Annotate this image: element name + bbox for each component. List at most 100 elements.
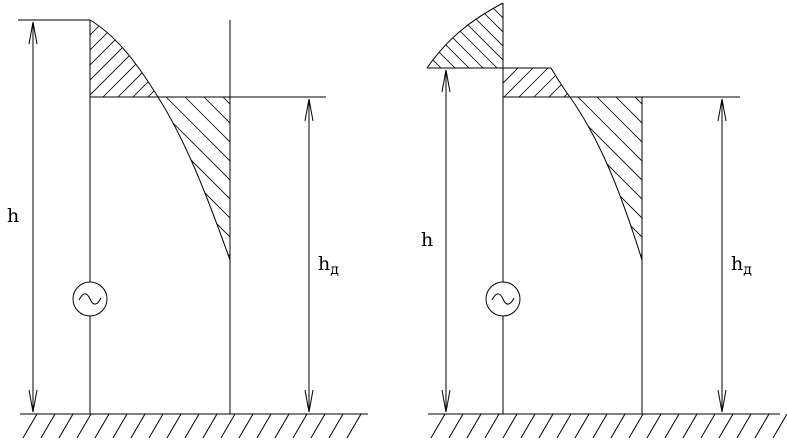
ground-hatch-tick [538,413,554,439]
ground-hatch-tick [592,413,608,439]
left-lower-hatch [158,97,538,260]
right-lower-hatch [570,97,787,260]
hatch-line [654,97,787,260]
hatch-line [570,97,590,260]
hatch-line [163,20,240,97]
ground-hatch-tick [466,413,482,439]
hatch-line [90,20,151,97]
hatch-line [427,3,470,68]
hatch-line [427,3,456,68]
hatch-line [90,20,136,97]
hatch-line [158,97,230,260]
left-height-dimension [28,21,38,413]
ground-hatch-tick [220,413,236,439]
ground-hatch-tick [610,413,626,439]
ground-hatch-tick [772,413,787,439]
hatch-line [594,68,623,97]
ground-hatch-tick [430,413,446,439]
hatch-line [222,97,230,260]
hatch-line [530,3,595,68]
left-pressure-curve [89,19,231,261]
ground-hatch-tick [94,413,110,439]
ground-hatch-tick [22,413,38,439]
ground-hatch-tick [718,413,734,439]
ground-hatch-tick [664,413,680,439]
ground-hatch-tick [448,413,464,439]
hatch-line [184,97,230,260]
ground-hatch-tick [310,413,326,439]
hatch-line [158,97,230,260]
hatch-line [579,68,608,97]
ground-hatch-tick [256,413,272,439]
right-upper-hatch [503,68,623,97]
hatch-line [673,97,787,260]
hatch-line [193,20,270,97]
hatch-line [427,3,428,68]
ground-hatch-tick [166,413,182,439]
right-depth-dimension [717,98,727,413]
right-generator-icon [485,281,521,317]
hatch-line [596,97,642,260]
ground-hatch-tick [202,413,218,439]
ground-hatch-tick [682,413,698,439]
left-generator-icon [72,281,108,317]
hatch-line [318,97,481,260]
ground-hatch-tick [76,413,92,439]
hatch-line [427,3,484,68]
left-depth-dimension [304,98,314,413]
hatch-line [299,97,462,260]
left-ground-hatching [22,413,362,439]
ground-hatch-tick [130,413,146,439]
ground-hatch-tick [328,413,344,439]
ground-hatch-tick [274,413,290,439]
right-top-curve [426,2,504,69]
hatch-line [431,3,498,68]
right-depth-label: hд [731,253,752,278]
ground-hatch-tick [484,413,500,439]
ground-hatch-tick [40,413,56,439]
hatch-line [375,97,538,260]
hatch-line [280,97,443,260]
left-diagram: h hд [7,19,538,439]
right-diagram: h hд [421,2,787,439]
ground-hatch-tick [112,413,128,439]
hatch-line [117,20,158,97]
hatch-line [473,3,503,68]
left-upper-hatch [90,20,300,97]
hatch-line [570,97,642,260]
ground-hatch-tick [700,413,716,439]
hatch-line [563,68,570,97]
ground-hatch-tick [346,413,362,439]
right-height-dimension [441,69,451,413]
left-height-label: h [7,205,19,227]
hatch-line [90,20,121,97]
ground-hatch-tick [754,413,770,439]
hatch-line [749,97,787,260]
hatch-line [730,97,787,260]
hatch-line [223,20,300,97]
hatch-line [501,3,503,68]
ground-hatch-tick [520,413,536,439]
ground-hatch-tick [646,413,662,439]
ground-hatch-tick [148,413,164,439]
hatch-line [337,97,500,260]
ground-hatch-tick [292,413,308,439]
hatch-line [577,97,642,260]
left-depth-label: hд [318,253,339,278]
hatch-line [518,68,549,97]
hatch-line [634,97,642,260]
hatch-line [261,97,424,260]
hatch-line [158,97,178,260]
right-top-hatch [427,3,609,68]
hatch-line [90,20,91,97]
hatch-line [544,3,609,68]
hatch-line [427,3,442,68]
hatch-line [570,97,609,260]
hatch-line [132,20,158,97]
hatch-line [356,97,519,260]
hatch-line [503,68,504,97]
hatch-line [158,97,159,260]
ground-hatch-tick [238,413,254,439]
hatch-line [158,97,197,260]
